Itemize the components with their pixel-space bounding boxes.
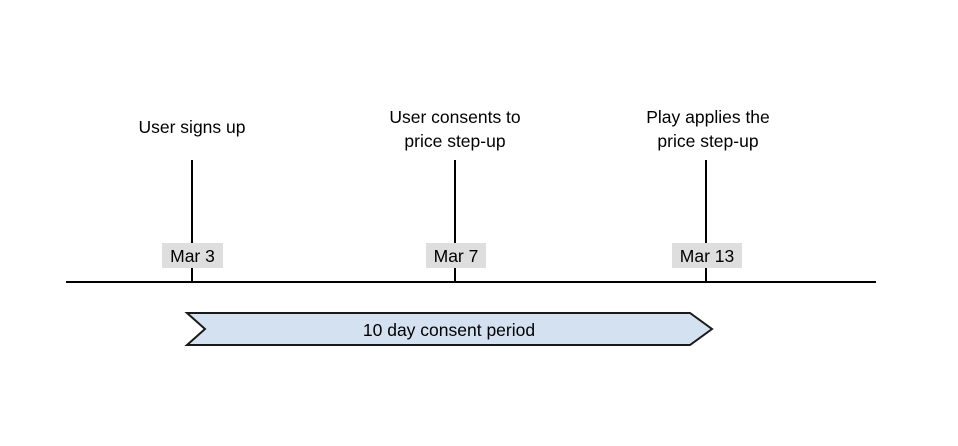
- timeline-event-play-applies-step-up: Play applies the price step-up Mar 13: [646, 107, 770, 283]
- event-date-label: Mar 3: [170, 246, 215, 266]
- consent-period-label: 10 day consent period: [363, 320, 535, 340]
- event-title-line: User consents to: [389, 107, 520, 127]
- timeline-event-user-signs-up: User signs up Mar 3: [139, 117, 246, 283]
- date-label-background: [672, 243, 742, 268]
- date-label-background: [162, 243, 223, 268]
- event-title-line: price step-up: [657, 131, 758, 151]
- event-title-line: User signs up: [139, 117, 246, 137]
- consent-period-arrow-shape: [184, 312, 714, 346]
- event-date-label: Mar 7: [434, 246, 479, 266]
- event-title-line: price step-up: [404, 131, 505, 151]
- consent-period-banner: 10 day consent period: [184, 312, 714, 346]
- date-label-background: [426, 243, 486, 268]
- event-date-label: Mar 13: [680, 246, 734, 266]
- timeline-event-user-consents: User consents to price step-up Mar 7: [389, 107, 521, 283]
- event-title-line: Play applies the: [646, 107, 770, 127]
